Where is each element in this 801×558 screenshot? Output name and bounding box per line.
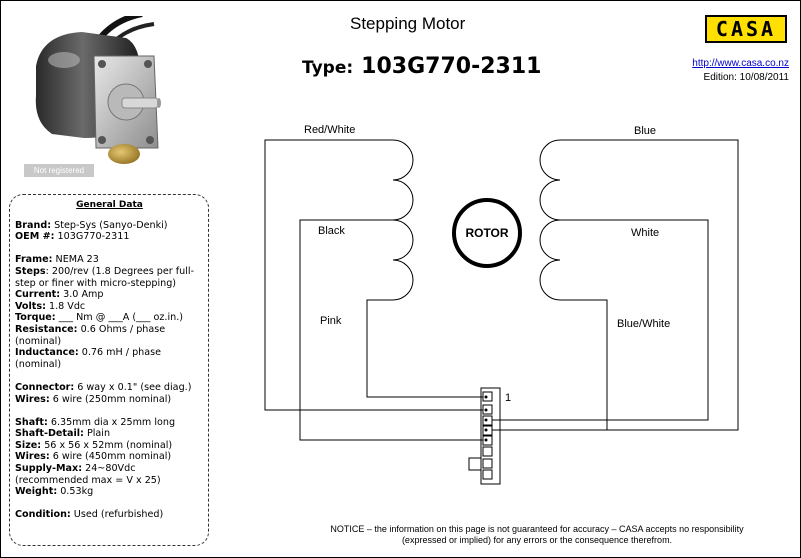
spec-row: Connector: 6 way x 0.1" (see diag.) bbox=[15, 382, 204, 394]
connector-pins bbox=[482, 391, 493, 480]
wire-red-white bbox=[264, 139, 485, 411]
spec-list: Brand: Step-Sys (Sanyo-Denki)OEM #: 103G… bbox=[15, 220, 204, 521]
spec-row: Wires: 6 wire (250mm nominal) bbox=[15, 394, 204, 406]
notice-line-1: NOTICE – the information on this page is… bbox=[330, 524, 744, 534]
model-type: Type: 103G770-2311 bbox=[302, 54, 541, 79]
wire-blue bbox=[485, 139, 739, 431]
spec-row: Resistance: 0.6 Ohms / phase (nominal) bbox=[15, 324, 204, 347]
spec-label: Connector: bbox=[15, 381, 75, 393]
spec-value: Plain bbox=[83, 428, 111, 440]
spec-label: Brand: bbox=[15, 219, 52, 231]
spec-label: Inductance: bbox=[15, 347, 79, 359]
label-red-white: Red/White bbox=[304, 124, 356, 136]
spec-value: 103G770-2311 bbox=[54, 231, 130, 243]
spec-value: 0.76 mH / phase (nominal) bbox=[15, 347, 162, 370]
spec-value: 6.35mm dia x 25mm long bbox=[47, 416, 176, 428]
casa-logo: CASA bbox=[705, 15, 787, 43]
page-title: Stepping Motor bbox=[350, 14, 466, 33]
spec-value: Step-Sys (Sanyo-Denki) bbox=[51, 219, 168, 231]
spec-label: Torque: bbox=[15, 312, 56, 324]
pin-one-label: 1 bbox=[505, 392, 511, 404]
wire-pink bbox=[366, 299, 485, 398]
notice-line-2: (expressed or implied) for any errors or… bbox=[401, 535, 673, 545]
spec-label: Shaft-Detail: bbox=[15, 428, 84, 440]
spec-value: ___ Nm @ ___A (___ oz.in.) bbox=[55, 312, 184, 324]
type-value: 103G770-2311 bbox=[361, 54, 542, 79]
spec-row: Steps: 200/rev (1.8 Degrees per full-ste… bbox=[15, 266, 204, 289]
spec-label: Wires: bbox=[15, 393, 50, 405]
edition-date: Edition: 10/08/2011 bbox=[703, 72, 789, 83]
wire-black bbox=[299, 219, 485, 441]
right-coil bbox=[539, 139, 561, 301]
spec-label: Steps bbox=[15, 265, 46, 277]
rotor-label: ROTOR bbox=[465, 226, 508, 240]
label-black: Black bbox=[318, 225, 345, 237]
label-blue-white: Blue/White bbox=[617, 318, 671, 330]
spec-row: Shaft: 6.35mm dia x 25mm long bbox=[15, 417, 204, 429]
spec-value: NEMA 23 bbox=[52, 254, 99, 266]
spec-value: Used (refurbished) bbox=[70, 509, 164, 521]
spec-row: Torque: ___ Nm @ ___A (___ oz.in.) bbox=[15, 312, 204, 324]
spec-value: 24~80Vdc (recommended max = V x 25) bbox=[15, 463, 161, 486]
spec-label: OEM #: bbox=[15, 231, 55, 243]
spec-value: 0.6 Ohms / phase (nominal) bbox=[15, 323, 166, 347]
not-registered-badge: Not registered bbox=[24, 164, 94, 177]
spec-value: 56 x 56 x 52mm (nominal) bbox=[41, 439, 173, 451]
connector-housing bbox=[480, 387, 501, 485]
spec-row: Current: 3.0 Amp bbox=[15, 289, 204, 301]
spec-value: : 200/rev (1.8 Degrees per full-step or … bbox=[15, 265, 195, 289]
spec-label: Frame: bbox=[15, 254, 53, 266]
spec-value: 1.8 Vdc bbox=[45, 300, 86, 312]
left-coil bbox=[392, 139, 414, 301]
spec-label: Size: bbox=[15, 439, 42, 451]
spec-value: 3.0 Amp bbox=[60, 289, 104, 301]
spec-row: Volts: 1.8 Vdc bbox=[15, 301, 204, 313]
general-data-title: General Data bbox=[76, 200, 143, 210]
spec-label: Shaft: bbox=[15, 416, 48, 428]
spec-label: Supply-Max: bbox=[15, 463, 83, 475]
type-label: Type: bbox=[302, 58, 354, 78]
wire-blue-white bbox=[485, 299, 608, 431]
spec-label: Resistance: bbox=[15, 323, 78, 335]
spec-value: 0.53kg bbox=[57, 486, 94, 498]
spec-row: Inductance: 0.76 mH / phase (nominal) bbox=[15, 347, 204, 370]
notice-text: NOTICE – the information on this page is… bbox=[282, 524, 792, 546]
spec-label: Current: bbox=[15, 289, 61, 301]
spec-label: Weight: bbox=[15, 486, 58, 498]
spec-row: Supply-Max: 24~80Vdc (recommended max = … bbox=[15, 463, 204, 486]
spec-value: 6 way x 0.1" (see diag.) bbox=[74, 381, 192, 393]
rotor-circle bbox=[452, 198, 522, 268]
spec-row: Size: 56 x 56 x 52mm (nominal) bbox=[15, 440, 204, 452]
spec-label: Wires: bbox=[15, 451, 50, 463]
spec-value: 6 wire (250mm nominal) bbox=[49, 393, 172, 405]
label-white: White bbox=[631, 227, 660, 239]
spec-row: OEM #: 103G770-2311 bbox=[15, 231, 204, 243]
label-pink: Pink bbox=[320, 315, 342, 327]
spec-value: 6 wire (450mm nominal) bbox=[49, 451, 172, 463]
spec-row: Frame: NEMA 23 bbox=[15, 254, 204, 266]
spec-row: Weight: 0.53kg bbox=[15, 486, 204, 498]
spec-label: Condition: bbox=[15, 509, 71, 521]
label-blue: Blue bbox=[634, 125, 657, 137]
spec-row: Wires: 6 wire (450mm nominal) bbox=[15, 451, 204, 463]
motor-photo bbox=[35, 16, 161, 164]
wire-white bbox=[485, 219, 709, 421]
spec-label: Volts: bbox=[15, 300, 46, 312]
spec-row: Condition: Used (refurbished) bbox=[15, 509, 204, 521]
general-data-panel: General Data Brand: Step-Sys (Sanyo-Denk… bbox=[9, 194, 209, 546]
spec-row: Brand: Step-Sys (Sanyo-Denki) bbox=[15, 220, 204, 232]
website-link[interactable]: http://www.casa.co.nz bbox=[692, 58, 789, 69]
spec-row: Shaft-Detail: Plain bbox=[15, 428, 204, 440]
